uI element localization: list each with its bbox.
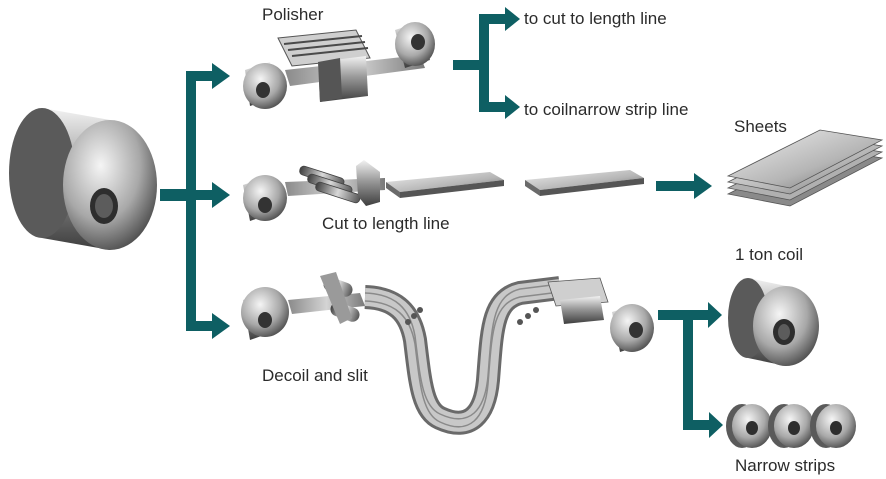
label-one-ton-coil: 1 ton coil [735,245,804,264]
label-narrow-strips: Narrow strips [735,456,836,475]
cut-to-length-line [243,160,644,221]
label-polisher: Polisher [262,5,324,24]
one-ton-coil [728,278,819,366]
decoil-slit-line [241,272,654,435]
sheets-stack [726,129,884,207]
cut-to-length-arrow [656,173,712,199]
label-cut-to-length-line: Cut to length line [322,214,450,233]
master-coil [9,108,157,250]
main-branch-arrow [160,63,230,339]
label-sheets: Sheets [734,117,787,136]
narrow-strip-coils [726,404,856,448]
decoil-split-arrow [658,302,723,438]
label-to-coil-narrow: to coilnarrow strip line [524,100,689,119]
polisher-line [243,22,435,109]
polisher-split-arrow [453,7,520,119]
label-decoil-and-slit: Decoil and slit [262,366,368,385]
label-to-cut-to-length: to cut to length line [524,9,667,28]
